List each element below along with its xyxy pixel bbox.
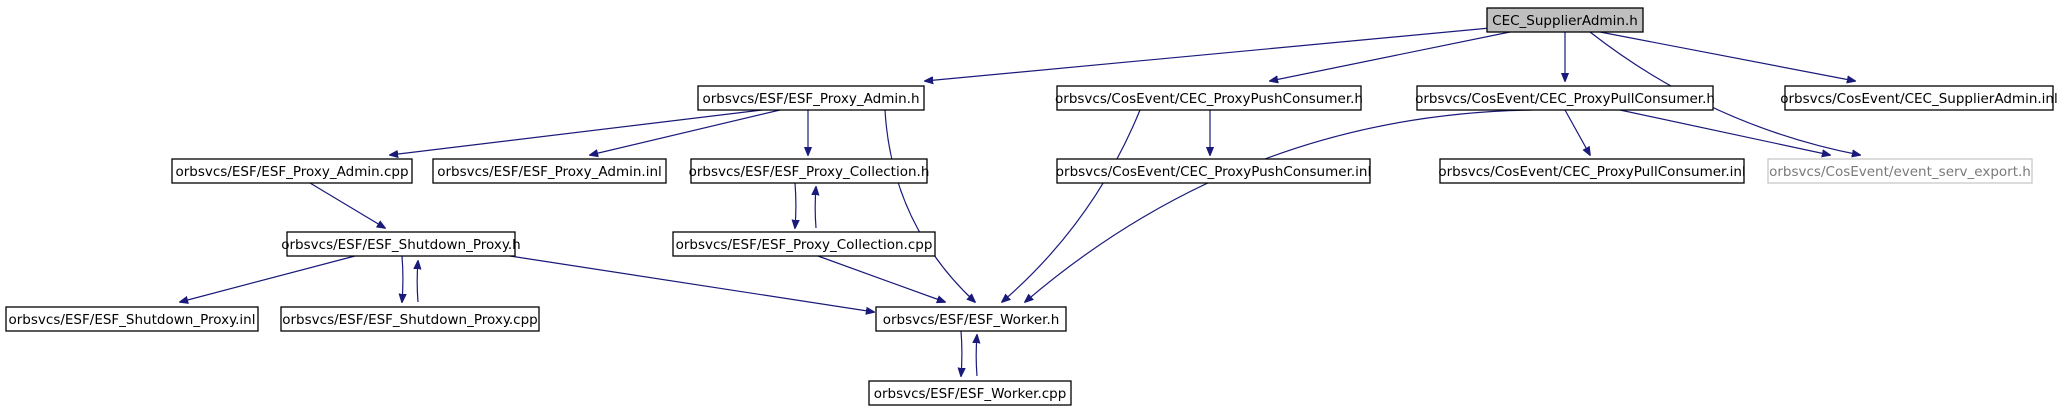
file-node-w-cpp[interactable]: orbsvcs/ESF/ESF_Worker.cpp — [868, 380, 1072, 406]
file-node-ppush-h[interactable]: orbsvcs/CosEvent/CEC_ProxyPushConsumer.h — [1055, 85, 1363, 111]
node-label: orbsvcs/ESF/ESF_Proxy_Collection.cpp — [676, 237, 933, 253]
edge-pa_h-to-w_h — [884, 109, 975, 302]
node-box — [697, 85, 925, 111]
node-box — [286, 231, 516, 257]
file-node-sp-cpp[interactable]: orbsvcs/ESF/ESF_Shutdown_Proxy.cpp — [280, 306, 540, 332]
file-nodes: CEC_SupplierAdmin.h orbsvcs/ESF/ESF_Proxy… — [5, 7, 2058, 406]
edge-pc_h-to-pc_cpp — [795, 182, 796, 228]
file-node-sp-inl[interactable]: orbsvcs/ESF/ESF_Shutdown_Proxy.inl — [5, 306, 259, 332]
node-label: orbsvcs/CosEvent/event_serv_export.h — [1769, 164, 2031, 180]
node-box — [1486, 7, 1644, 33]
node-box — [1439, 158, 1745, 184]
node-box — [1767, 158, 2033, 184]
node-label: orbsvcs/ESF/ESF_Shutdown_Proxy.cpp — [282, 312, 538, 328]
file-node-export-h[interactable]: orbsvcs/CosEvent/event_serv_export.h — [1767, 158, 2033, 184]
edge-root-to-export_h — [1589, 31, 1860, 155]
node-label: orbsvcs/CosEvent/CEC_ProxyPullConsumer.i… — [1438, 164, 1745, 180]
node-label: orbsvcs/CosEvent/CEC_ProxyPushConsumer.h — [1055, 91, 1363, 107]
file-node-sa-inl[interactable]: orbsvcs/CosEvent/CEC_SupplierAdmin.inl — [1780, 85, 2058, 111]
edge-pa_h-to-pa_cpp — [390, 109, 763, 155]
file-node-ppush-inl[interactable]: orbsvcs/CosEvent/CEC_ProxyPushConsumer.i… — [1056, 158, 1371, 184]
node-label: orbsvcs/ESF/ESF_Proxy_Admin.cpp — [175, 164, 408, 180]
file-node-ppull-inl[interactable]: orbsvcs/CosEvent/CEC_ProxyPullConsumer.i… — [1438, 158, 1746, 184]
node-label: CEC_SupplierAdmin.h — [1492, 13, 1638, 29]
edge-root-to-pa_h — [925, 27, 1491, 81]
node-label: orbsvcs/ESF/ESF_Shutdown_Proxy.inl — [9, 312, 256, 328]
edge-ppull_h-to-w_h — [1025, 109, 1533, 302]
node-box — [432, 158, 667, 184]
node-box — [875, 306, 1067, 332]
edge-ppush_h-to-w_h — [1002, 109, 1141, 302]
edge-pc_cpp-to-w_h — [817, 255, 945, 302]
file-node-pa-cpp[interactable]: orbsvcs/ESF/ESF_Proxy_Admin.cpp — [171, 158, 413, 184]
node-box — [1784, 85, 2054, 111]
node-box — [1416, 85, 1714, 111]
edge-sp_cpp-to-sp_h — [417, 261, 418, 303]
edge-root-to-ppush_h — [1270, 31, 1511, 81]
file-node-pa-h[interactable]: orbsvcs/ESF/ESF_Proxy_Admin.h — [697, 85, 925, 111]
node-label: orbsvcs/ESF/ESF_Worker.h — [883, 312, 1060, 328]
file-node-sp-h[interactable]: orbsvcs/ESF/ESF_Shutdown_Proxy.h — [281, 231, 521, 257]
edge-sp_h-to-sp_cpp — [402, 255, 403, 302]
edge-w_cpp-to-w_h — [976, 335, 977, 377]
edge-ppull_h-to-export_h — [1619, 109, 1830, 155]
file-node-w-h[interactable]: orbsvcs/ESF/ESF_Worker.h — [875, 306, 1067, 332]
edge-pc_cpp-to-pc_h — [815, 187, 816, 229]
file-node-pa-inl[interactable]: orbsvcs/ESF/ESF_Proxy_Admin.inl — [432, 158, 667, 184]
edge-pa_h-to-pa_inl — [590, 109, 781, 155]
edge-pa_cpp-to-sp_h — [309, 182, 385, 228]
edge-sp_h-to-sp_inl — [180, 255, 356, 302]
edge-w_h-to-w_cpp — [961, 330, 962, 376]
node-box — [280, 306, 540, 332]
node-label: orbsvcs/ESF/ESF_Worker.cpp — [874, 386, 1067, 402]
edge-root-to-sa_inl — [1599, 31, 1855, 81]
node-label: orbsvcs/CosEvent/CEC_ProxyPushConsumer.i… — [1056, 164, 1371, 180]
edge-sp_h-to-w_h — [509, 255, 874, 312]
node-label: orbsvcs/CosEvent/CEC_SupplierAdmin.inl — [1780, 91, 2057, 107]
file-node-pc-cpp[interactable]: orbsvcs/ESF/ESF_Proxy_Collection.cpp — [672, 231, 936, 257]
node-box — [171, 158, 413, 184]
node-box — [672, 231, 936, 257]
node-label: orbsvcs/ESF/ESF_Shutdown_Proxy.h — [281, 237, 521, 253]
node-box — [5, 306, 259, 332]
node-label: orbsvcs/ESF/ESF_Proxy_Admin.inl — [437, 164, 662, 180]
node-box — [1056, 85, 1362, 111]
file-node-pc-h[interactable]: orbsvcs/ESF/ESF_Proxy_Collection.h — [689, 158, 930, 184]
node-box — [868, 380, 1072, 406]
file-node-ppull-h[interactable]: orbsvcs/CosEvent/CEC_ProxyPullConsumer.h — [1415, 85, 1715, 111]
node-box — [1056, 158, 1371, 184]
node-box — [690, 158, 928, 184]
file-node-root[interactable]: CEC_SupplierAdmin.h — [1486, 7, 1644, 33]
node-label: orbsvcs/CosEvent/CEC_ProxyPullConsumer.h — [1415, 91, 1715, 107]
node-label: orbsvcs/ESF/ESF_Proxy_Admin.h — [702, 91, 919, 107]
edge-ppull_h-to-ppull_inl — [1564, 109, 1590, 155]
node-label: orbsvcs/ESF/ESF_Proxy_Collection.h — [689, 164, 930, 180]
